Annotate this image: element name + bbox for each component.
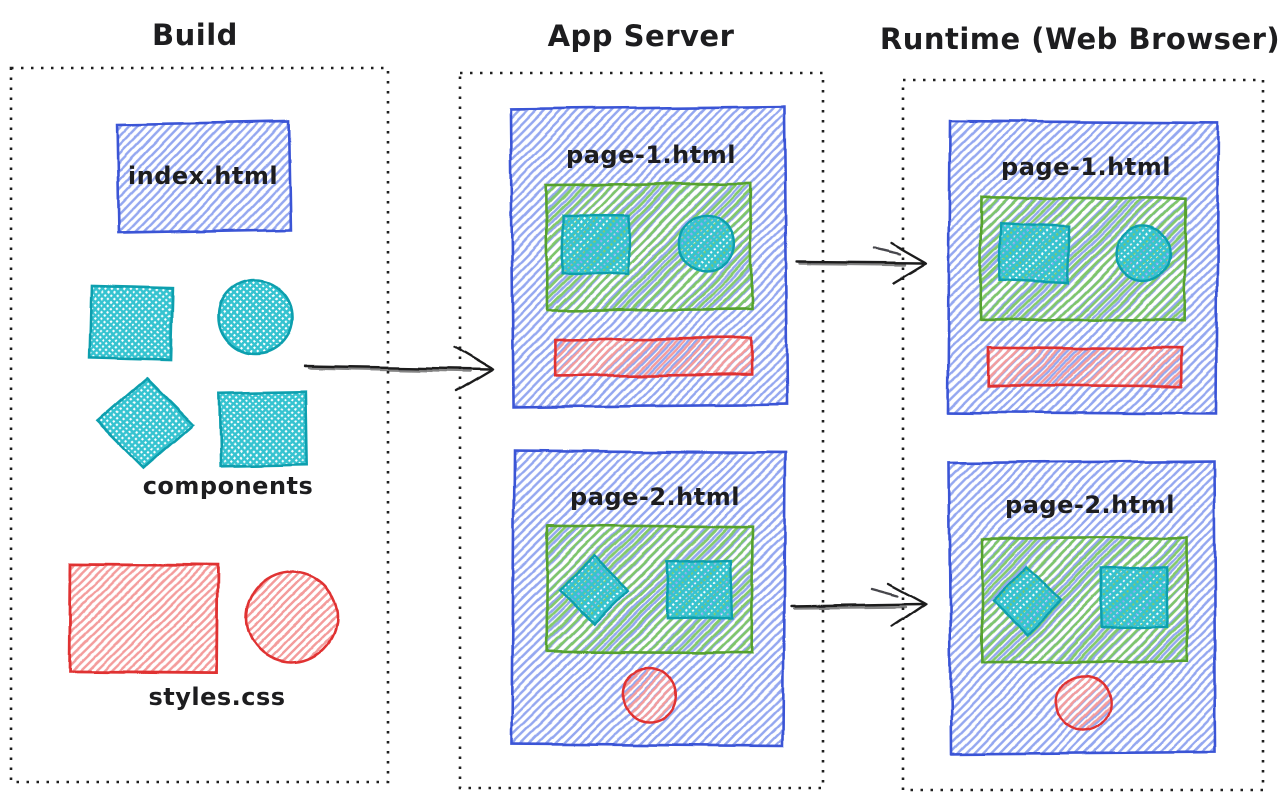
component-square-shape [87, 284, 175, 362]
column-title-app-server: App Server [547, 19, 735, 53]
component-circle-shape [677, 214, 737, 273]
column-title-build: Build [152, 18, 238, 52]
build-shapes [68, 120, 339, 675]
runtime-page1-title: page-1.html [1001, 153, 1171, 181]
component-square-shape [997, 222, 1071, 285]
styled-circle-shape [1055, 674, 1112, 732]
component-diamond-shape [558, 554, 630, 627]
column-title-runtime: Runtime (Web Browser) [879, 22, 1280, 56]
index-html-label: index.html [127, 162, 279, 190]
app-server-page1-card [509, 105, 789, 409]
component-square-shape [561, 214, 631, 275]
styles-circle-shape [245, 570, 339, 664]
component-circle-shape [216, 278, 294, 356]
runtime-page1-card [946, 119, 1220, 416]
arrow-app-server-to-runtime-page1 [795, 241, 928, 285]
component-square2-shape [218, 389, 308, 469]
app-server-page1-title: page-1.html [566, 141, 736, 169]
app-server-page2-card [510, 449, 787, 748]
component-square-shape [1099, 565, 1169, 630]
arrow-app-server-to-runtime-page2 [789, 582, 928, 629]
component-diamond-shape [95, 376, 195, 470]
components-label: components [142, 472, 314, 500]
styles-css-label: styles.css [148, 683, 286, 711]
app-server-container-border [458, 71, 825, 790]
styled-circle-shape [621, 666, 678, 724]
component-circle-shape [1114, 225, 1172, 282]
index-html-file-box [115, 120, 293, 234]
runtime-page2-title: page-2.html [1005, 491, 1175, 519]
runtime-page2-card [947, 459, 1218, 756]
app-server-page2-title: page-2.html [570, 483, 740, 511]
component-diamond-shape [991, 564, 1063, 637]
styled-bar-shape [553, 336, 754, 378]
component-square-shape [665, 558, 735, 621]
runtime-container-border [901, 78, 1265, 792]
styled-bar-shape [986, 346, 1183, 388]
styles-rect-shape [68, 562, 220, 675]
arrow-build-to-app-server [303, 344, 495, 393]
